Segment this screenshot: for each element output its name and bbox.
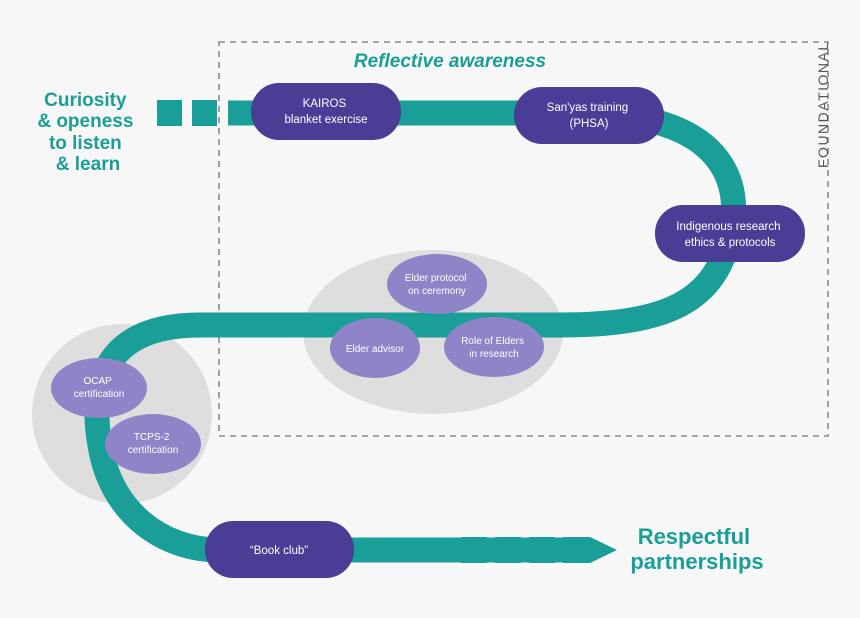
- node-sanyas-training: San'yas training (PHSA): [514, 87, 664, 144]
- end-heading: Respectful partnerships: [630, 524, 763, 574]
- start-dash-2: [192, 100, 217, 126]
- svg-text:Role of Elders in resear: Role of Elders in research: [461, 336, 527, 360]
- end-arrow-icon: [563, 537, 617, 563]
- svg-text:San'yas training (PHSA): San'yas training (PHSA): [547, 102, 632, 130]
- node-book-club: “Book club”: [205, 521, 354, 578]
- start-dash-1: [157, 100, 182, 126]
- end-dash-1: [461, 537, 487, 563]
- node-kairos: KAIROS blanket exercise: [251, 83, 401, 140]
- frame-title: Reflective awareness: [354, 51, 546, 72]
- svg-text:Elder advisor: Elder advisor: [346, 344, 405, 355]
- node-indigenous-research: Indigenous research ethics & protocols: [655, 205, 805, 262]
- svg-text:OCAP certification: OCAP certification: [74, 376, 125, 400]
- svg-text:Elder protocol on ceremo: Elder protocol on ceremony: [405, 273, 469, 297]
- node-role-of-elders: Role of Elders in research: [444, 317, 544, 377]
- node-ocap-certification: OCAP certification: [51, 358, 147, 418]
- svg-text:“Book club”: “Book club”: [250, 545, 308, 557]
- node-elder-advisor: Elder advisor: [330, 318, 420, 378]
- start-heading: Curiosity & openess to listen & learn: [37, 90, 138, 175]
- frame-side-label: FOUNDATIONAL: [815, 41, 831, 168]
- end-dash-3: [529, 537, 555, 563]
- svg-text:TCPS-2 certification: TCPS-2 certification: [128, 432, 179, 456]
- end-dash-2: [495, 537, 521, 563]
- svg-text:KAIROS blanket exercise: KAIROS blanket exercise: [284, 98, 367, 126]
- node-elder-protocol: Elder protocol on ceremony: [387, 254, 487, 314]
- node-tcps2-certification: TCPS-2 certification: [105, 414, 201, 474]
- pathway-band: [84, 100, 747, 563]
- foundational-frame: [218, 41, 829, 437]
- svg-text:Indigenous research ethi: Indigenous research ethics & protocols: [676, 221, 783, 249]
